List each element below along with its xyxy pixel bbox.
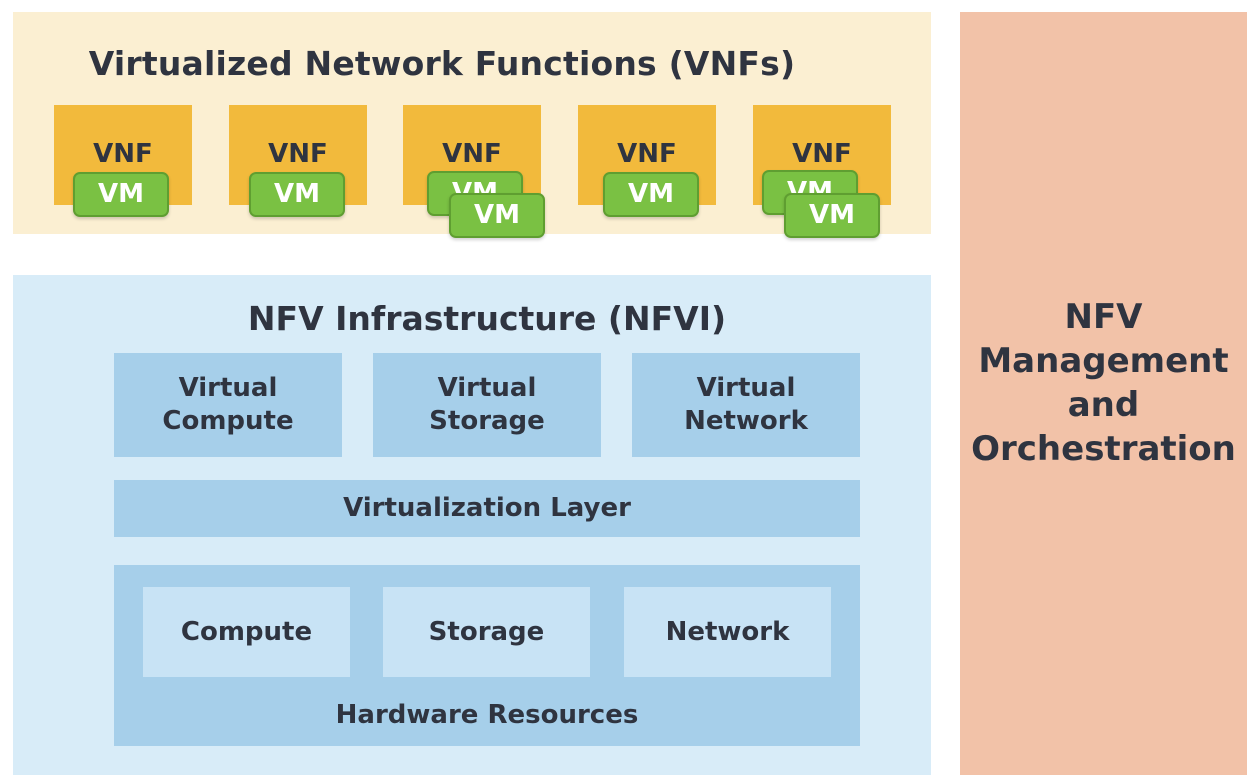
vnf-label: VNF: [268, 139, 328, 169]
hardware-network-box: Network: [624, 587, 831, 677]
vnf-label: VNF: [442, 139, 502, 169]
vm-badge: VM: [784, 193, 880, 238]
nfvi-section-title: NFV Infrastructure (NFVI): [247, 299, 727, 338]
mano-label: NFV Management and Orchestration: [971, 295, 1236, 471]
mano-label-line: Management: [978, 340, 1229, 381]
vnf-label: VNF: [792, 139, 852, 169]
virtualization-layer: Virtualization Layer: [114, 480, 860, 537]
vnf-label: VNF: [93, 139, 153, 169]
nfvi-section: NFV Infrastructure (NFVI) Virtual Comput…: [13, 275, 931, 775]
mano-label-line: NFV: [1064, 296, 1143, 337]
vnf-section: Virtualized Network Functions (VNFs) VNF…: [13, 12, 931, 238]
virtual-resource-line1: Virtual: [178, 373, 278, 403]
virtual-resource-line2: Storage: [429, 406, 545, 436]
hardware-compute-box: Compute: [143, 587, 350, 677]
virtual-resource-line2: Network: [684, 406, 808, 436]
hardware-storage-box: Storage: [383, 587, 590, 677]
vm-badge: VM: [603, 172, 699, 217]
virtual-network-box: Virtual Network: [632, 353, 860, 457]
virtual-compute-box: Virtual Compute: [114, 353, 342, 457]
vm-badge: VM: [249, 172, 345, 217]
mano-label-line: and: [1067, 384, 1140, 425]
virtual-resource-line1: Virtual: [696, 373, 796, 403]
virtual-resource-line1: Virtual: [437, 373, 537, 403]
hardware-resources-label: Hardware Resources: [335, 700, 639, 730]
vnf-section-title: Virtualized Network Functions (VNFs): [88, 44, 796, 83]
hardware-resources-block: Compute Storage Network Hardware Resourc…: [114, 565, 860, 746]
vnf-label: VNF: [617, 139, 677, 169]
virtual-storage-box: Virtual Storage: [373, 353, 601, 457]
vm-badge: VM: [449, 193, 545, 238]
virtual-resource-line2: Compute: [162, 406, 294, 436]
mano-label-line: Orchestration: [971, 428, 1236, 469]
vm-badge: VM: [73, 172, 169, 217]
mano-panel: NFV Management and Orchestration: [960, 12, 1247, 775]
